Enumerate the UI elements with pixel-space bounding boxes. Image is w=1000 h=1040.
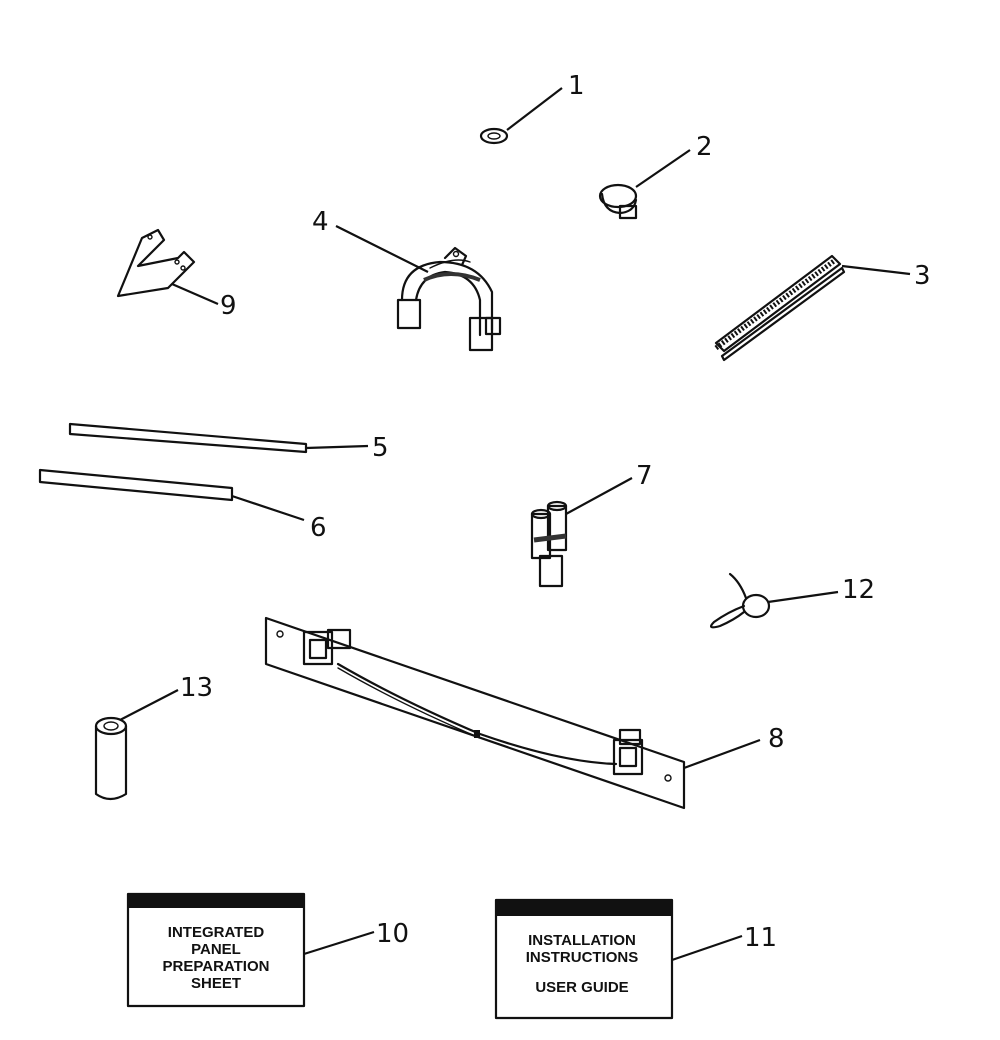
part-10-sheet <box>126 892 375 1008</box>
part-4-hose-bracket <box>335 225 502 352</box>
callout-4: 4 <box>312 207 329 237</box>
part-11-sheet <box>494 898 743 1020</box>
part-5-strip <box>68 422 369 454</box>
part-3-brush-strip <box>714 254 911 362</box>
part-7-connector <box>530 477 633 588</box>
callout-6: 6 <box>310 513 327 543</box>
sheet10-line3: PREPARATION <box>163 958 270 975</box>
part-2-clamp <box>598 149 691 220</box>
sheet10-line4: SHEET <box>191 975 241 992</box>
sheet10-line1: INTEGRATED <box>168 924 265 941</box>
callout-3: 3 <box>914 261 931 291</box>
sheet11-line1: INSTALLATION <box>528 932 636 949</box>
sheet11-line2: INSTRUCTIONS <box>526 949 639 966</box>
callout-11: 11 <box>744 923 777 953</box>
callout-13: 13 <box>180 673 213 703</box>
callout-7: 7 <box>636 461 653 491</box>
part-8-panel-harness <box>264 616 761 810</box>
callout-5: 5 <box>372 433 389 463</box>
part-13-cylinder <box>94 689 179 801</box>
callout-12: 12 <box>842 575 875 605</box>
sheet10-line2: PANEL <box>191 941 241 958</box>
part-12-wire-ring <box>709 572 839 629</box>
part-9-bracket <box>116 228 219 306</box>
callout-1: 1 <box>568 71 585 101</box>
callout-9: 9 <box>220 291 237 321</box>
callout-10: 10 <box>376 919 409 949</box>
callout-2: 2 <box>696 132 713 162</box>
part-6-strip <box>38 468 305 522</box>
callout-8: 8 <box>768 724 785 754</box>
part-1-washer <box>479 87 563 145</box>
sheet11-line3: USER GUIDE <box>535 979 628 996</box>
